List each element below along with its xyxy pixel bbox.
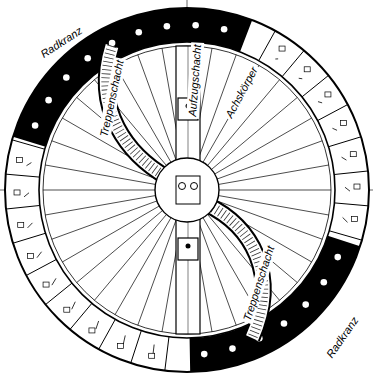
hub-chamber [176,176,200,204]
furniture [279,46,285,51]
furniture [123,335,125,344]
furniture [24,193,29,197]
furniture [350,152,356,157]
room-wall [334,171,368,175]
spoke [45,165,155,184]
furniture [89,328,95,333]
person-figure [186,244,191,249]
inner-ring [39,42,335,338]
furniture [35,133,40,135]
furniture [343,217,348,222]
porthole [32,122,39,129]
furniture [28,253,34,258]
room-wall [13,233,46,243]
room-wall [334,203,368,206]
porthole [164,23,171,30]
porthole [109,40,116,47]
porthole [192,22,199,29]
hub-fixture [179,183,186,190]
spoke [43,190,155,191]
room-wall [99,319,115,349]
furniture [340,121,346,126]
spoke [62,206,159,262]
room-wall [46,283,72,304]
porthole [63,74,70,81]
furniture [17,157,23,162]
furniture [52,278,56,285]
furniture [28,223,33,228]
furniture [343,248,349,253]
furniture [275,58,278,59]
furniture [299,78,303,79]
furniture [351,217,357,222]
room-wall [259,31,275,61]
furniture [43,282,49,287]
spoke [94,215,166,301]
furniture [118,343,124,348]
spoke [52,201,157,239]
spoke [138,220,176,325]
room-wall [329,231,362,240]
room-wall [165,337,169,371]
porthole [84,55,91,62]
furniture [96,321,99,329]
outer-rim [5,8,369,372]
furniture [318,102,322,103]
spoke [219,165,329,184]
furniture [342,157,347,160]
hub-fixture [191,183,198,190]
room-wall [318,105,348,121]
furniture [325,92,331,97]
furniture [354,184,360,189]
axis-line [187,0,188,8]
spoke [198,220,236,325]
porthole [334,254,341,261]
porthole [281,320,288,327]
spoke [215,118,312,174]
spoke [138,55,176,160]
spoke [45,196,155,215]
spoke [217,141,322,179]
room-wall [6,205,40,209]
furniture [153,345,154,354]
furniture [37,252,42,258]
furniture [149,353,155,358]
room-wall [12,140,45,149]
part-label: Radkranz [323,312,363,361]
porthole [221,26,228,33]
furniture [25,126,31,131]
elevator-car [178,238,198,260]
room-wall [6,174,40,177]
porthole [201,351,208,358]
furniture [335,247,340,253]
spoke [219,196,329,215]
furniture [304,67,310,72]
furniture [72,302,76,310]
furniture [14,190,20,195]
furniture [64,307,70,312]
porthole [135,29,142,36]
room-wall [131,331,142,363]
porthole [320,279,327,286]
furniture [26,163,31,166]
room-wall [329,137,362,147]
porthole [229,345,236,352]
furniture [332,128,337,130]
room-wall [70,303,92,329]
room-wall [302,75,328,96]
porthole [302,301,309,308]
porthole [45,97,52,104]
room-wall [26,259,56,275]
hub [155,158,219,222]
furniture [18,222,24,227]
spoke [219,190,331,191]
furniture [345,187,350,191]
room-wall [282,51,304,77]
